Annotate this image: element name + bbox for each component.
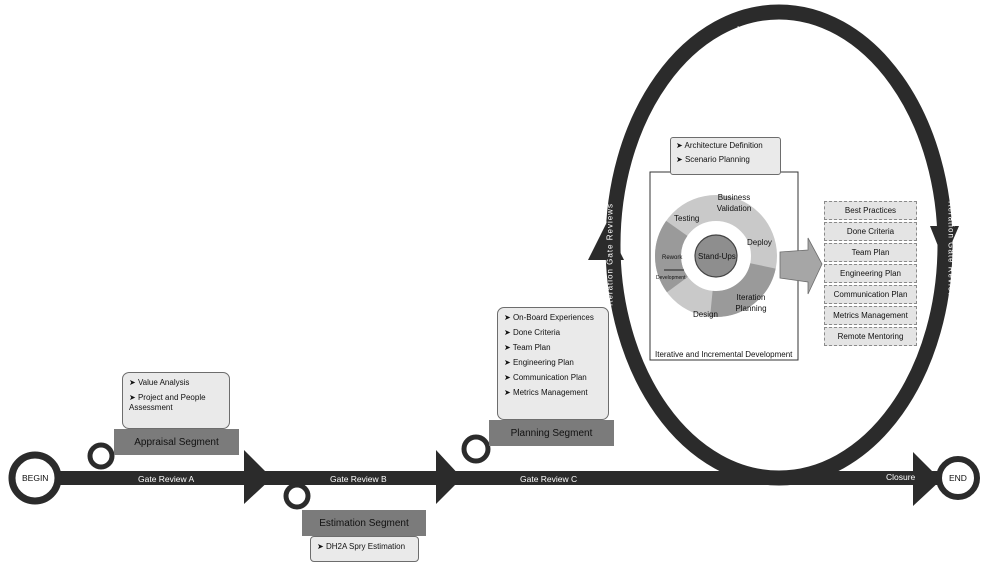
appraisal-item: ➤ Project and People Assessment bbox=[129, 393, 206, 412]
planning-segment: Planning Segment bbox=[489, 420, 614, 446]
gate-review-a-label: Gate Review A bbox=[138, 474, 195, 484]
loop-left-label: Iteration Gate Reviews bbox=[605, 203, 615, 306]
planning-notes: ➤ On-Board Experiences ➤ Done Criteria ➤… bbox=[497, 307, 609, 420]
practices-arrow bbox=[779, 237, 823, 295]
timeline-arrow-a bbox=[244, 450, 272, 504]
architecture-item: ➤ Architecture Definition bbox=[676, 141, 763, 150]
estimation-segment: Estimation Segment bbox=[302, 510, 426, 536]
practice-item: Done Criteria bbox=[824, 222, 917, 241]
begin-label: BEGIN bbox=[22, 473, 49, 483]
end-label: END bbox=[949, 473, 967, 483]
planning-item: ➤ On-Board Experiences bbox=[504, 313, 594, 322]
timeline-arrow-b bbox=[436, 450, 462, 504]
gate-ring-c bbox=[461, 434, 491, 464]
appraisal-item: ➤ Value Analysis bbox=[129, 378, 190, 387]
timeline-bar bbox=[56, 471, 952, 485]
cycle-center-label: Stand-Ups bbox=[698, 252, 736, 261]
planning-item: ➤ Engineering Plan bbox=[504, 358, 574, 367]
gate-ring-a bbox=[87, 442, 115, 470]
practice-item: Best Practices bbox=[824, 201, 917, 220]
planning-item: ➤ Communication Plan bbox=[504, 373, 587, 382]
loop-arrow-right bbox=[930, 226, 959, 261]
iteration-planning-label: Iteration Planning bbox=[735, 293, 767, 313]
timeline-arrow-end bbox=[913, 452, 941, 506]
practice-item: Remote Mentoring bbox=[824, 327, 917, 346]
end-node bbox=[936, 456, 980, 500]
appraisal-notes: ➤ Value Analysis ➤ Project and People As… bbox=[122, 372, 230, 429]
cycle-center-disc bbox=[694, 234, 738, 278]
testing-label: Testing bbox=[674, 214, 700, 223]
architecture-item: ➤ Scenario Planning bbox=[676, 155, 750, 164]
practice-item: Engineering Plan bbox=[824, 264, 917, 283]
planning-item: ➤ Team Plan bbox=[504, 343, 551, 352]
architecture-notes: ➤ Architecture Definition ➤ Scenario Pla… bbox=[670, 137, 781, 175]
rework-label: Rework bbox=[662, 255, 683, 261]
gate-review-b-label: Gate Review B bbox=[330, 474, 387, 484]
practice-item: Communication Plan bbox=[824, 285, 917, 304]
cycle-ring-dark bbox=[655, 195, 777, 317]
loop-right-label: Iteration Gate Reviews bbox=[946, 201, 956, 304]
design-label: Design bbox=[693, 310, 718, 319]
gate-review-c-label: Gate Review C bbox=[520, 474, 578, 484]
estimation-notes: ➤ DH2A Spry Estimation bbox=[310, 536, 419, 562]
development-label: Development bbox=[656, 275, 686, 281]
practice-item: Team Plan bbox=[824, 243, 917, 262]
closure-label: Closure bbox=[886, 472, 916, 482]
planning-item: ➤ Metrics Management bbox=[504, 388, 588, 397]
loop-top-label: Iteration Gate Reviews bbox=[737, 25, 818, 34]
loop-arrow-left bbox=[588, 224, 624, 260]
estimation-item: ➤ DH2A Spry Estimation bbox=[317, 542, 406, 551]
practice-item: Metrics Management bbox=[824, 306, 917, 325]
gate-ring-b bbox=[283, 482, 311, 510]
begin-node bbox=[8, 451, 62, 505]
panel-caption: Iterative and Incremental Development bbox=[655, 350, 793, 359]
business-validation-label: Business Validation bbox=[716, 193, 752, 213]
appraisal-segment: Appraisal Segment bbox=[114, 429, 239, 455]
planning-item: ➤ Done Criteria bbox=[504, 328, 561, 337]
deploy-label: Deploy bbox=[747, 238, 772, 247]
